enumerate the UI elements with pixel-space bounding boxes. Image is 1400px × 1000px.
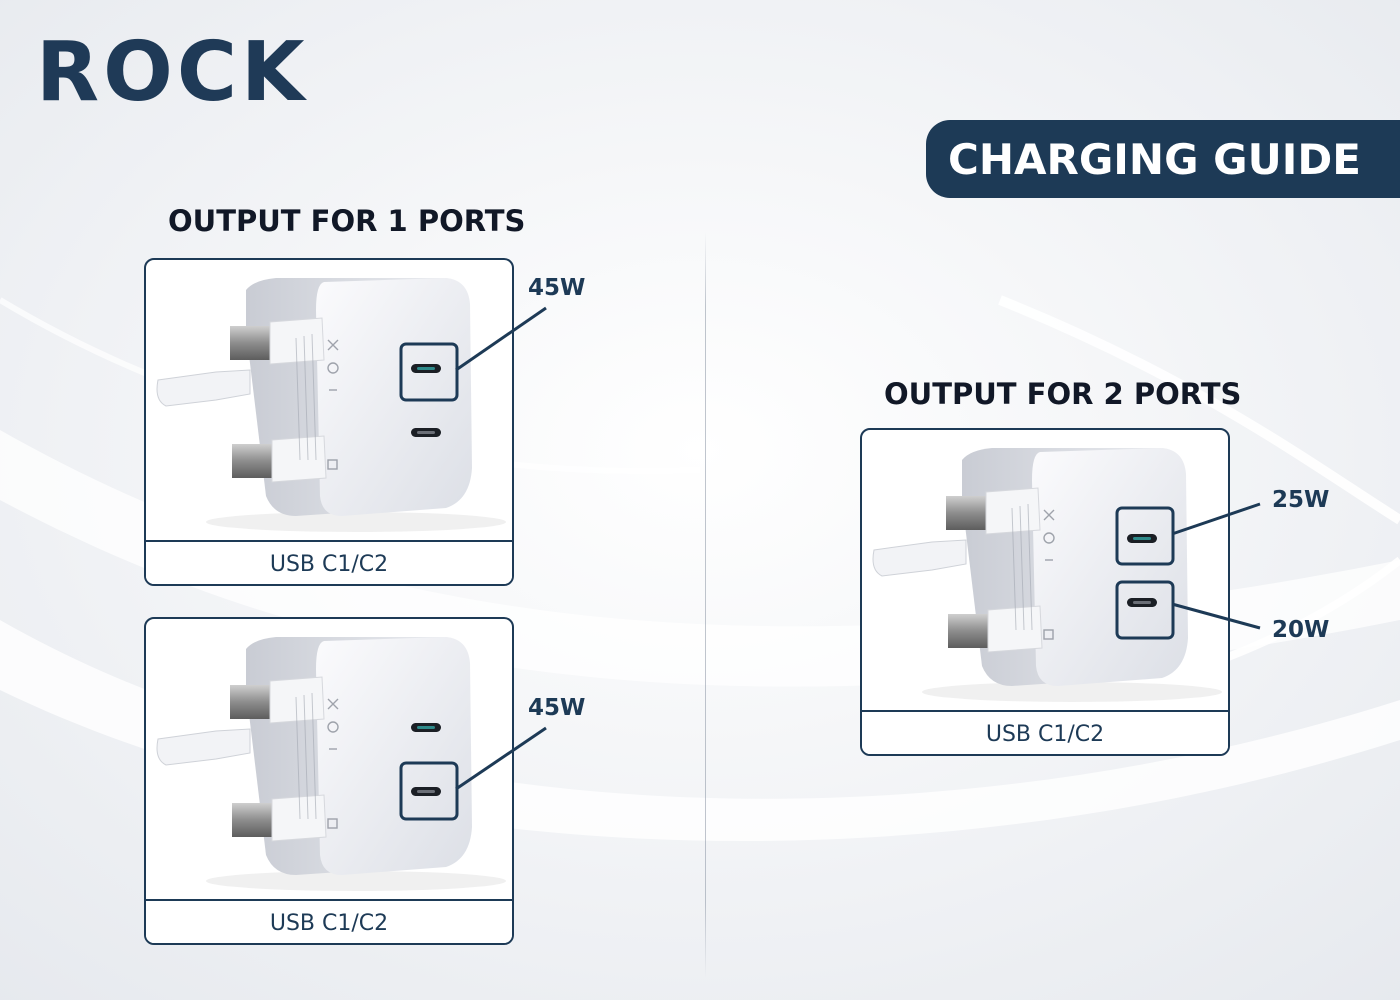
port-highlight-c2 (399, 761, 459, 821)
charging-guide-title: CHARGING GUIDE (948, 134, 1361, 184)
dual-port-title: OUTPUT FOR 2 PORTS (884, 377, 1242, 411)
card-footer-label: USB C1/C2 (862, 710, 1228, 754)
charger-card-top-port: USB C1/C2 (144, 258, 514, 586)
charger-photo (156, 277, 507, 533)
watt-label-card2: 45W (528, 695, 586, 721)
column-divider (705, 232, 706, 977)
watt-label-20w: 20W (1272, 617, 1330, 643)
charger-photo (872, 447, 1223, 703)
charger-card-bottom-port: USB C1/C2 (144, 617, 514, 945)
rock-logo: ROCK (36, 30, 309, 110)
charger-photo (156, 636, 507, 892)
port-highlight-c1 (399, 342, 459, 402)
watt-label-25w: 25W (1272, 487, 1330, 513)
charger-card-dual-port: USB C1/C2 (860, 428, 1230, 756)
logo-text: ROCK (36, 30, 309, 110)
card-footer-label: USB C1/C2 (146, 540, 512, 584)
charging-guide-badge: CHARGING GUIDE (926, 120, 1400, 198)
port-highlight-c1 (1115, 506, 1175, 566)
single-port-title: OUTPUT FOR 1 PORTS (168, 204, 526, 238)
watt-label-card1: 45W (528, 275, 586, 301)
card-footer-label: USB C1/C2 (146, 899, 512, 943)
